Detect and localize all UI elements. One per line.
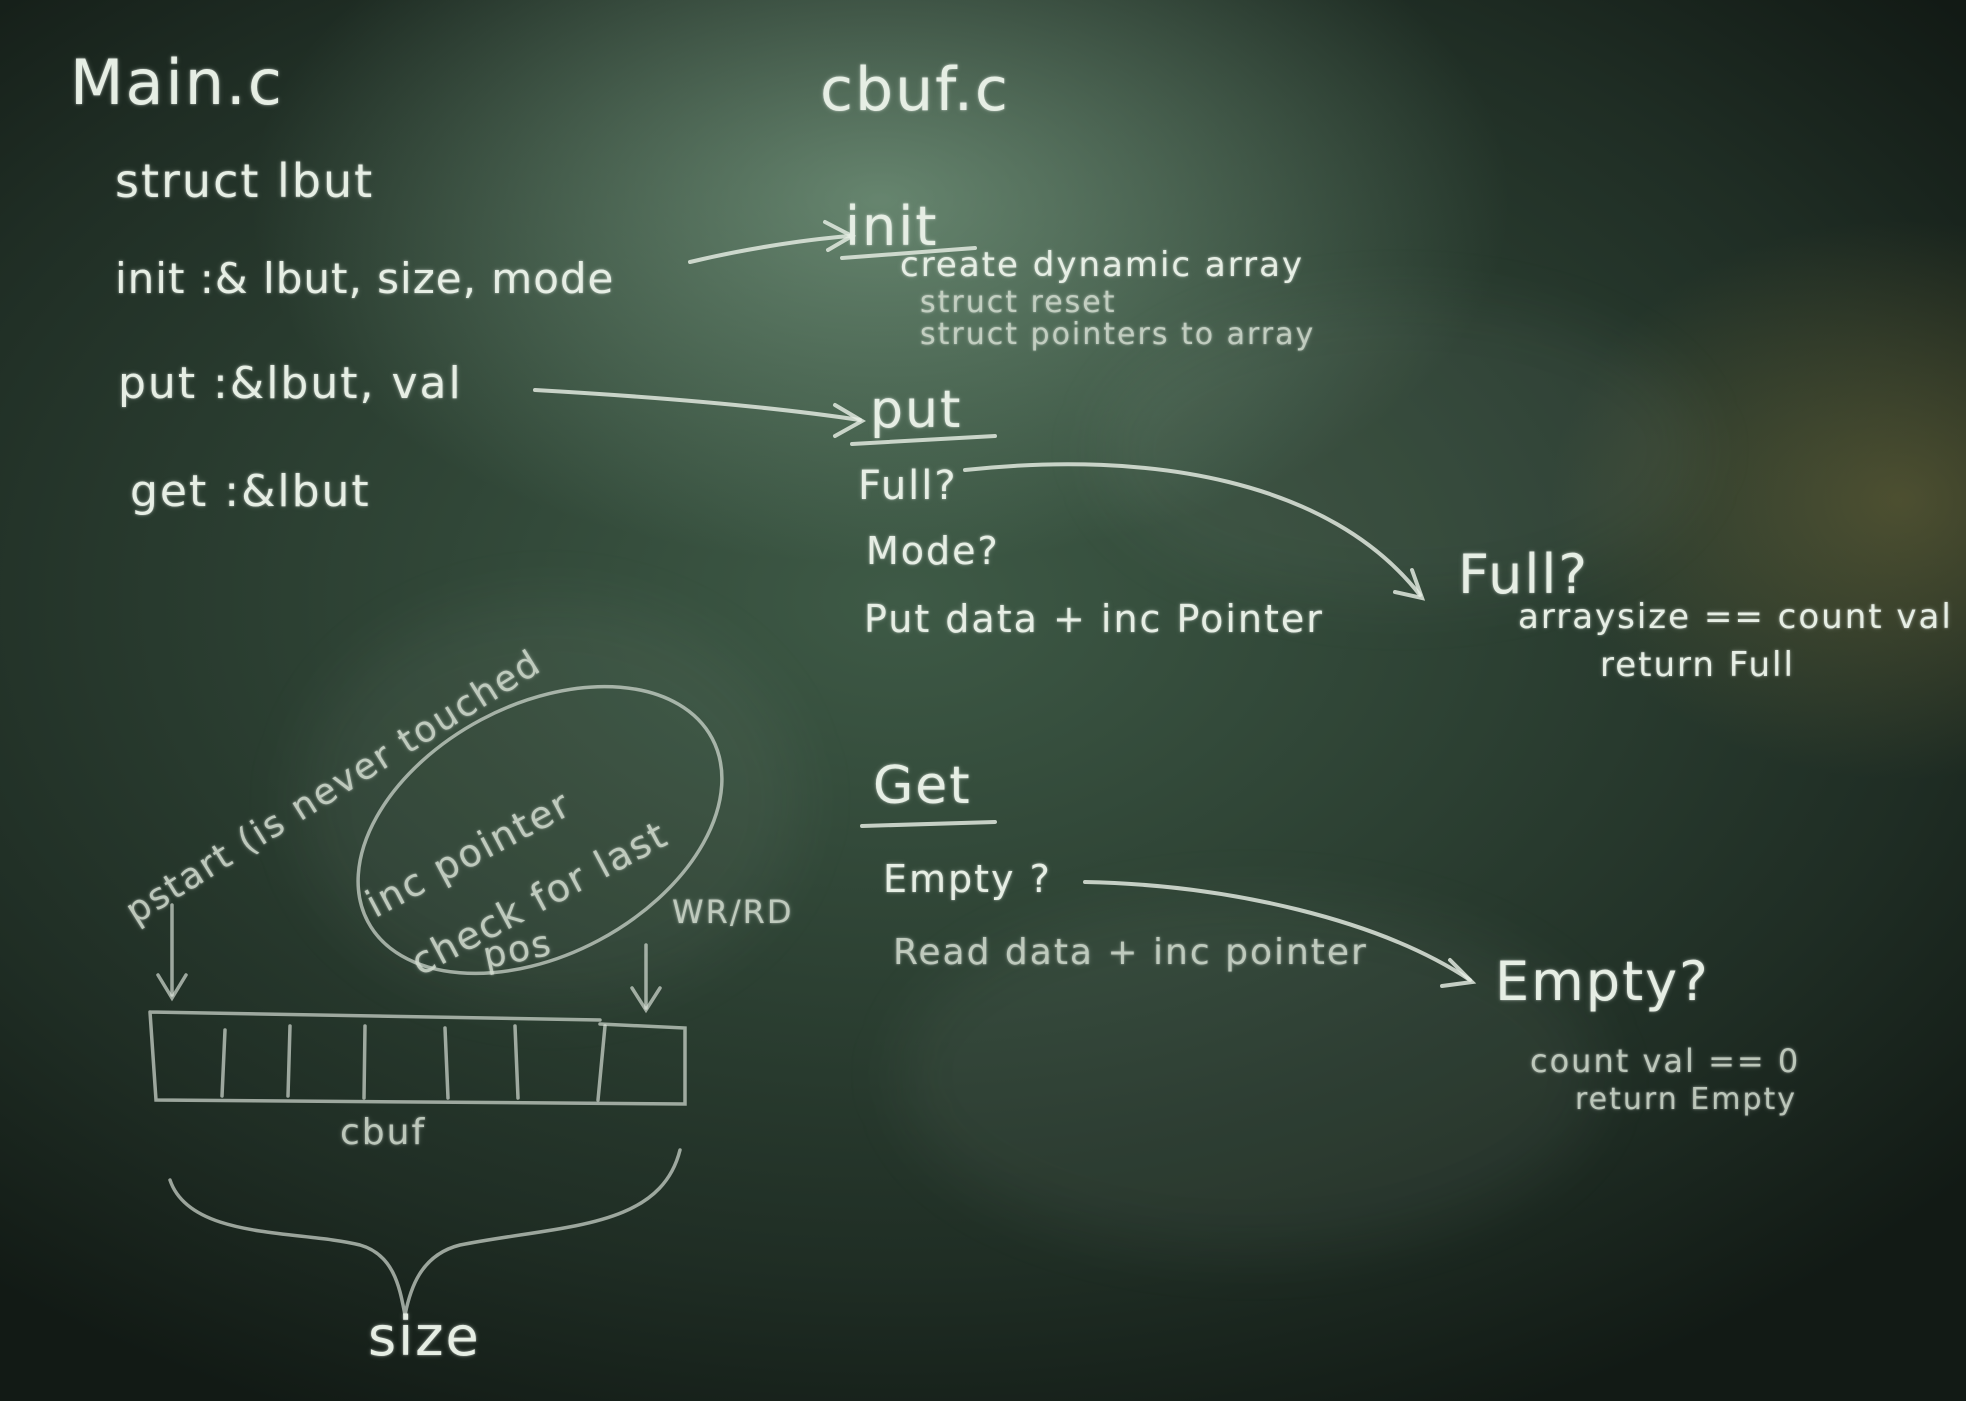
- empty-check-line-compare: count val == 0: [1530, 1042, 1801, 1080]
- buffer-cell-divider: [220, 1028, 227, 1098]
- main-c-line-put: put :&lbut, val: [118, 358, 463, 409]
- arrow-init: [688, 234, 852, 264]
- pstart-arrowhead: [156, 973, 188, 1002]
- empty-check-heading: Empty?: [1495, 950, 1710, 1013]
- buffer-array: [148, 1010, 687, 1106]
- arrowhead-init: [823, 220, 857, 252]
- full-check-line-compare: arraysize == count val: [1518, 597, 1953, 637]
- init-line-pointers: struct pointers to array: [920, 317, 1316, 352]
- wr-rd-label: WR/RD: [672, 893, 794, 931]
- buffer-label: cbuf: [340, 1112, 427, 1153]
- buffer-cell-divider: [286, 1024, 292, 1098]
- arrow-empty: [1083, 880, 1472, 982]
- arrowhead-empty: [1440, 958, 1477, 988]
- put-line-data: Put data + inc Pointer: [864, 597, 1324, 641]
- get-line-read: Read data + inc pointer: [893, 932, 1368, 973]
- buffer-cell-divider: [596, 1024, 607, 1102]
- wrrd-arrowhead: [630, 986, 662, 1014]
- underline-init: [840, 246, 977, 260]
- buffer-cell-divider: [362, 1024, 367, 1100]
- put-heading: put: [870, 380, 963, 440]
- main-c-line-get: get :&lbut: [130, 466, 371, 517]
- arrowhead-put: [833, 403, 867, 438]
- put-line-full: Full?: [858, 463, 958, 509]
- buffer-cell-divider: [513, 1024, 520, 1100]
- get-heading: Get: [873, 756, 972, 816]
- empty-check-line-return: return Empty: [1575, 1082, 1798, 1117]
- arrow-put: [533, 388, 862, 422]
- put-line-mode: Mode?: [866, 529, 1000, 573]
- size-brace: [168, 1148, 682, 1316]
- full-check-heading: Full?: [1458, 543, 1589, 606]
- init-heading: init: [845, 195, 939, 258]
- cbuf-c-title: cbuf.c: [820, 55, 1010, 125]
- buffer-cell-divider: [443, 1026, 450, 1100]
- arrow-full: [963, 462, 1422, 597]
- size-label: size: [368, 1305, 481, 1368]
- get-line-empty: Empty ?: [883, 857, 1052, 901]
- init-line-create: create dynamic array: [900, 245, 1305, 285]
- underline-get: [860, 820, 997, 828]
- full-check-line-return: return Full: [1600, 645, 1795, 685]
- main-c-title: Main.c: [70, 46, 284, 119]
- main-c-line-struct: struct lbut: [115, 154, 375, 208]
- underline-put: [850, 434, 997, 446]
- note-bubble: [356, 684, 724, 976]
- main-c-line-init: init :& lbut, size, mode: [115, 254, 615, 303]
- arrowhead-full: [1393, 568, 1426, 601]
- init-line-reset: struct reset: [920, 285, 1117, 320]
